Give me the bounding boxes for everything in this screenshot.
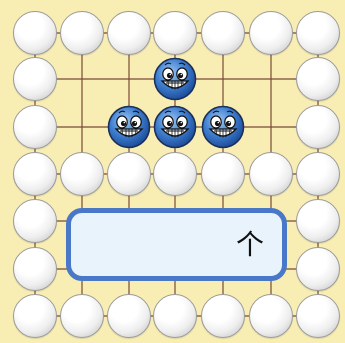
white-stone: [296, 294, 340, 338]
white-stone: [60, 11, 104, 55]
smiley-stone-icon: [107, 105, 151, 149]
white-stone: [201, 152, 245, 196]
white-stone: [201, 294, 245, 338]
white-stone: [296, 11, 340, 55]
white-stone: [13, 294, 57, 338]
white-stone: [107, 11, 151, 55]
white-stone: [13, 11, 57, 55]
white-stone: [13, 57, 57, 101]
white-stone: [107, 294, 151, 338]
white-stone: [296, 105, 340, 149]
white-stone: [296, 199, 340, 243]
white-stone: [249, 294, 293, 338]
white-stone: [60, 294, 104, 338]
smiley-stone-icon: [153, 105, 197, 149]
white-stone: [60, 152, 104, 196]
white-stone: [13, 105, 57, 149]
white-stone: [13, 152, 57, 196]
white-stone: [249, 152, 293, 196]
white-stone: [249, 11, 293, 55]
answer-box[interactable]: 个: [66, 208, 287, 281]
white-stone: [13, 199, 57, 243]
smiley-stone-icon: [153, 57, 197, 101]
white-stone: [296, 152, 340, 196]
answer-unit-label: 个: [236, 228, 264, 262]
white-stone: [107, 152, 151, 196]
white-stone: [13, 247, 57, 291]
white-stone: [201, 11, 245, 55]
white-stone: [296, 247, 340, 291]
white-stone: [153, 294, 197, 338]
white-stone: [296, 57, 340, 101]
white-stone: [153, 11, 197, 55]
white-stone: [153, 152, 197, 196]
smiley-stone-icon: [201, 105, 245, 149]
